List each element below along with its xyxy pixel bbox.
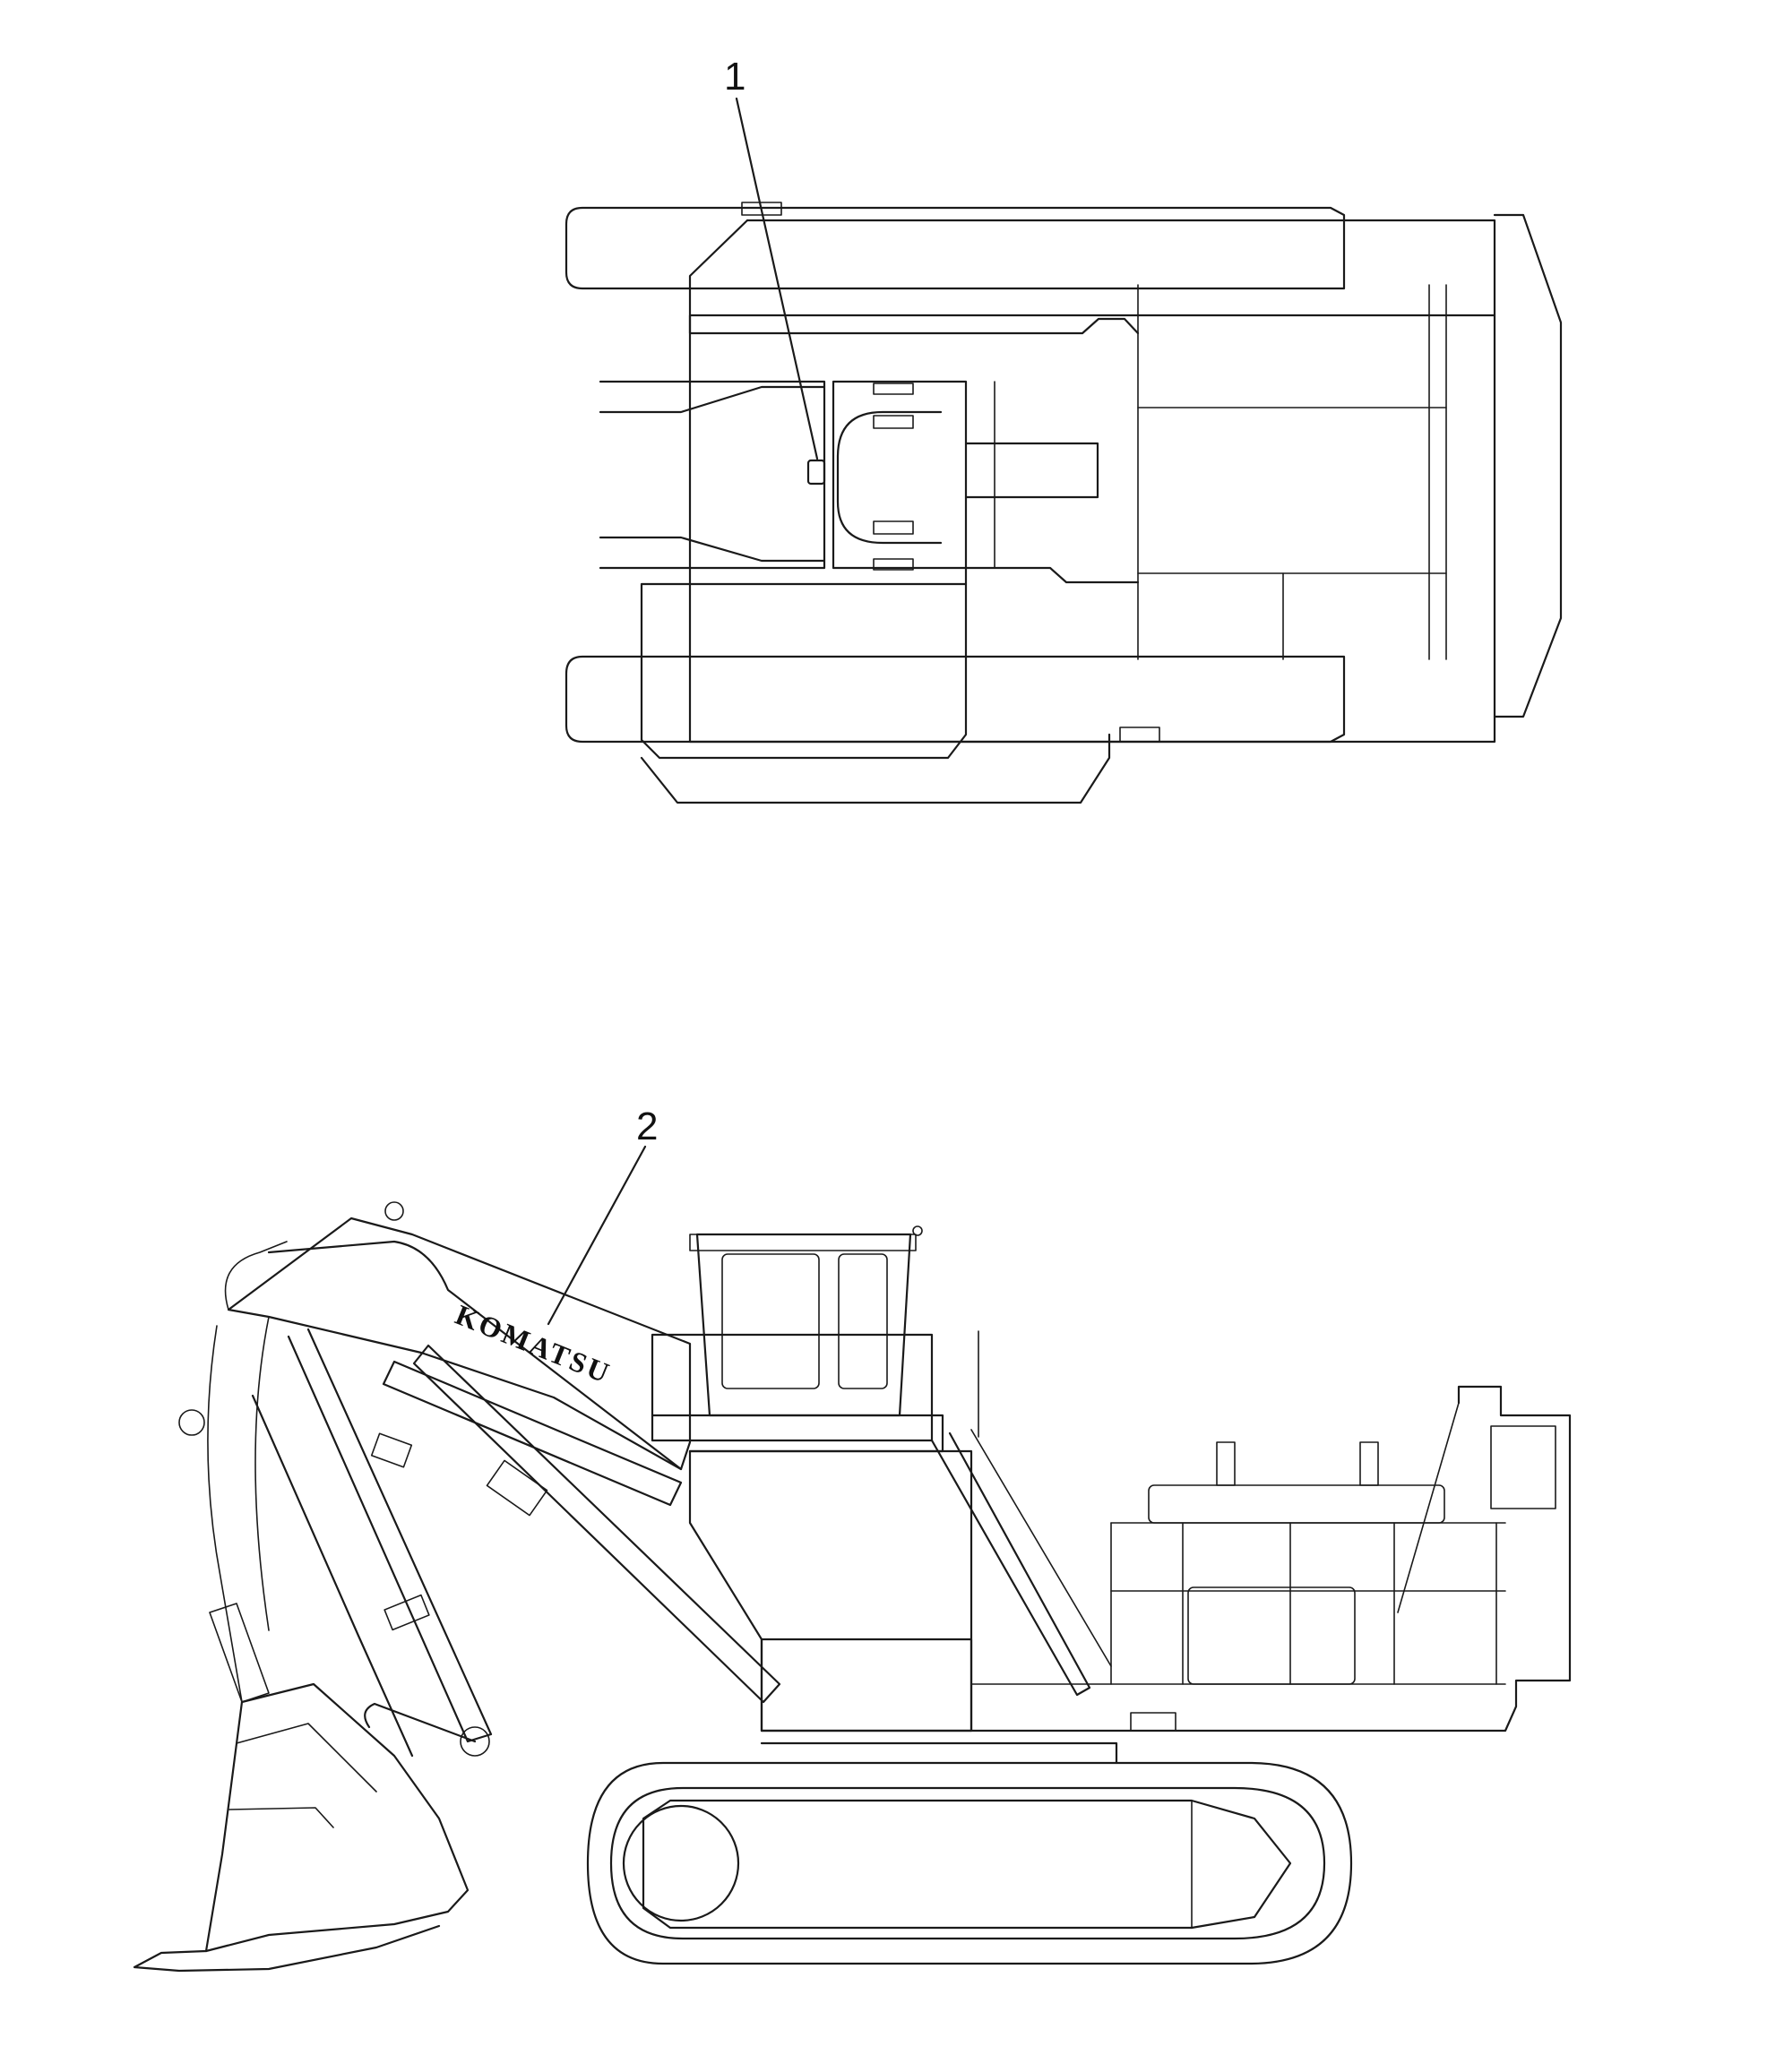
rear-rail: [1397, 1402, 1460, 1613]
stick: [287, 1328, 493, 1743]
step-box: [1130, 1712, 1176, 1732]
cylinder-collar: [486, 1459, 548, 1517]
top-view-upper-housing: [688, 219, 1496, 744]
radiator-block: [1187, 1586, 1356, 1685]
track-top-plate: [760, 1741, 1118, 1765]
deck-ladder-inner: [970, 1429, 1112, 1667]
top-view-rear-cap: [1493, 213, 1563, 718]
side-view: KOMATSU 2: [133, 1105, 1572, 1973]
top-view-upper-frame: [688, 219, 1140, 335]
top-view: 1: [565, 55, 1563, 804]
exhaust-stack-1: [1216, 1441, 1236, 1486]
bucket-lip-line: [236, 1723, 377, 1793]
top-view-center-block: [964, 442, 1099, 499]
callout-label-2: 2: [636, 1105, 658, 1148]
cab-window-right: [838, 1253, 888, 1389]
bucket-side: [207, 1325, 243, 1703]
bucket-side-inner: [254, 1316, 270, 1631]
boom-top-edge: [267, 1240, 683, 1471]
cab-window-left: [721, 1253, 820, 1389]
top-view-pin-3: [873, 383, 914, 395]
revolving-frame-lower: [760, 1638, 973, 1732]
top-view-pin-1: [873, 415, 914, 429]
top-view-arm-upper: [599, 385, 826, 414]
crawler-track-outer: [586, 1761, 1353, 1965]
top-view-pin-4: [873, 558, 914, 571]
exhaust-stack-2: [1359, 1441, 1379, 1486]
bucket-pin: [460, 1726, 490, 1757]
bucket-band: [228, 1807, 334, 1828]
operator-deck: [651, 1333, 934, 1442]
crawler-track-inner: [609, 1786, 1326, 1940]
bucket-lug: [178, 1409, 205, 1436]
engine-cover: [1148, 1484, 1445, 1524]
boom-lug: [384, 1201, 404, 1221]
boom: [227, 1217, 692, 1471]
top-view-upper-track: [565, 206, 1346, 290]
callout-leader-1: [735, 97, 819, 460]
callout-leader-2: [547, 1145, 647, 1326]
idler-wheel: [622, 1804, 740, 1922]
cab-roof: [689, 1234, 917, 1251]
top-view-lower-track: [565, 655, 1346, 744]
stick-band: [384, 1594, 430, 1631]
top-view-lower-frame: [964, 566, 1140, 586]
stick-rear: [251, 1394, 414, 1758]
komatsu-decal: KOMATSU: [451, 1298, 616, 1389]
top-view-arm-lower: [599, 536, 826, 563]
revolving-frame: [760, 1385, 1572, 1732]
crawler-frame: [642, 1799, 1292, 1930]
boom-tip: [224, 1241, 288, 1311]
top-view-lower-track-clamp: [1119, 726, 1160, 743]
machinery-house: [688, 1449, 973, 1732]
top-view-boom-arms: [599, 380, 826, 570]
deck-ladder: [930, 1431, 1091, 1697]
top-view-bucket-u: [836, 410, 943, 545]
callout-label-1: 1: [724, 55, 745, 99]
top-view-boom-base: [832, 380, 968, 570]
arm-cylinder: [412, 1344, 781, 1704]
cab-beacon: [912, 1225, 923, 1236]
cylinder-collar-2: [370, 1432, 413, 1468]
top-view-lower-housing-edge: [640, 733, 1111, 804]
bucket-tooth: [209, 1603, 270, 1703]
decal-location-1: [806, 459, 826, 486]
boom-cylinder: [382, 1360, 683, 1507]
rear-ladder: [1490, 1425, 1556, 1509]
bucket-link: [364, 1702, 477, 1743]
bucket: [133, 1682, 470, 1973]
deck-railing: [651, 1414, 944, 1453]
bucket-back: [204, 1700, 244, 1953]
top-view-pin-2: [873, 520, 914, 535]
